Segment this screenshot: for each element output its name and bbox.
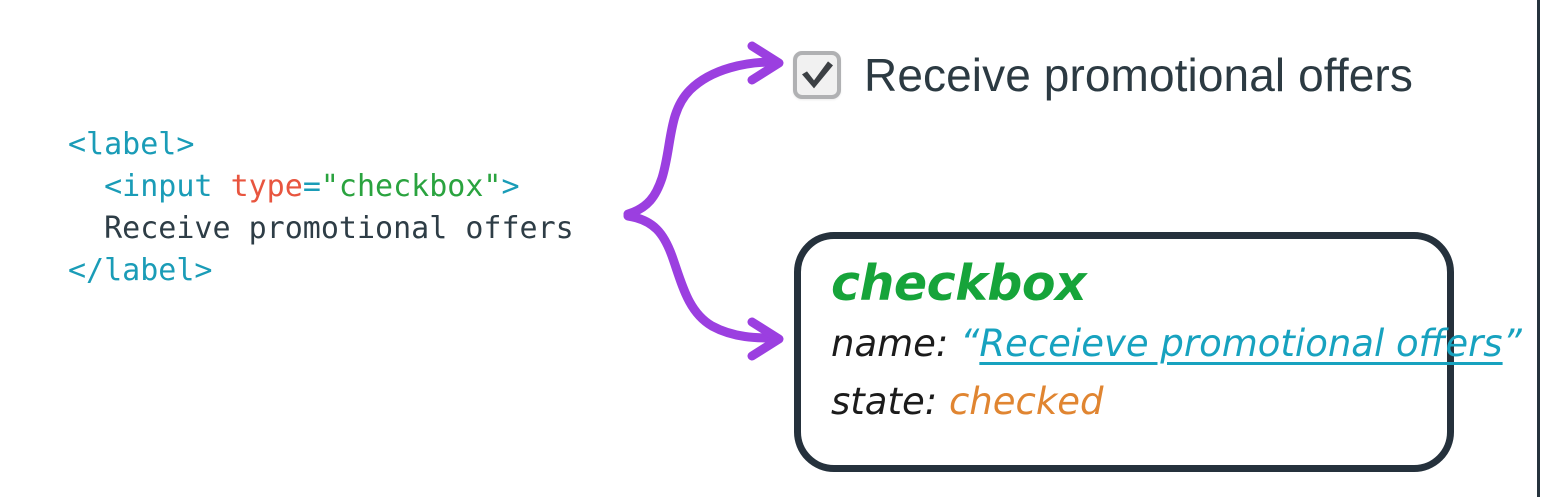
code-token-tag: <input (104, 169, 231, 204)
accessibility-card: checkbox name: “Receieve promotional off… (794, 232, 1522, 472)
code-token-tag: <label> (68, 127, 195, 162)
card-role-title: checkbox (831, 255, 1087, 312)
checkbox-label[interactable]: Receive promotional offers (864, 49, 1413, 101)
property-key-name: name: (831, 322, 949, 365)
arrow-to-checkbox (623, 41, 784, 219)
code-line: </label> (68, 250, 574, 292)
page-edge-rule (1537, 0, 1540, 497)
code-token-tag: </label> (68, 253, 213, 288)
code-line: <label> (68, 124, 574, 166)
property-value-name: Receieve promotional offers (979, 322, 1503, 365)
code-token-eq: = (302, 169, 321, 204)
code-token-attr: type (230, 169, 303, 204)
code-indent (68, 169, 104, 204)
code-line: <input type="checkbox"> (68, 166, 574, 208)
html-code-snippet: <label> <input type="checkbox"> Receive … (68, 124, 574, 292)
code-token-str: "checkbox" (320, 169, 502, 204)
code-token-text: Receive promotional offers (104, 211, 574, 246)
close-quote-glyph: ” (1502, 322, 1522, 365)
arrow-to-annotation (623, 211, 784, 361)
card-property-name: name: “Receieve promotional offers” (831, 315, 1522, 373)
code-token-tag: > (501, 169, 520, 204)
checkmark-icon (802, 61, 833, 89)
code-indent (68, 211, 104, 246)
property-key-state: state: (831, 380, 938, 423)
property-value-state: checked (948, 380, 1104, 423)
open-quote-glyph: “ (960, 322, 980, 365)
checkbox-input[interactable] (793, 51, 841, 99)
code-line: Receive promotional offers (68, 208, 574, 250)
card-property-state: state: checked (831, 373, 1427, 431)
rendered-checkbox-row[interactable]: Receive promotional offers (793, 48, 1413, 102)
